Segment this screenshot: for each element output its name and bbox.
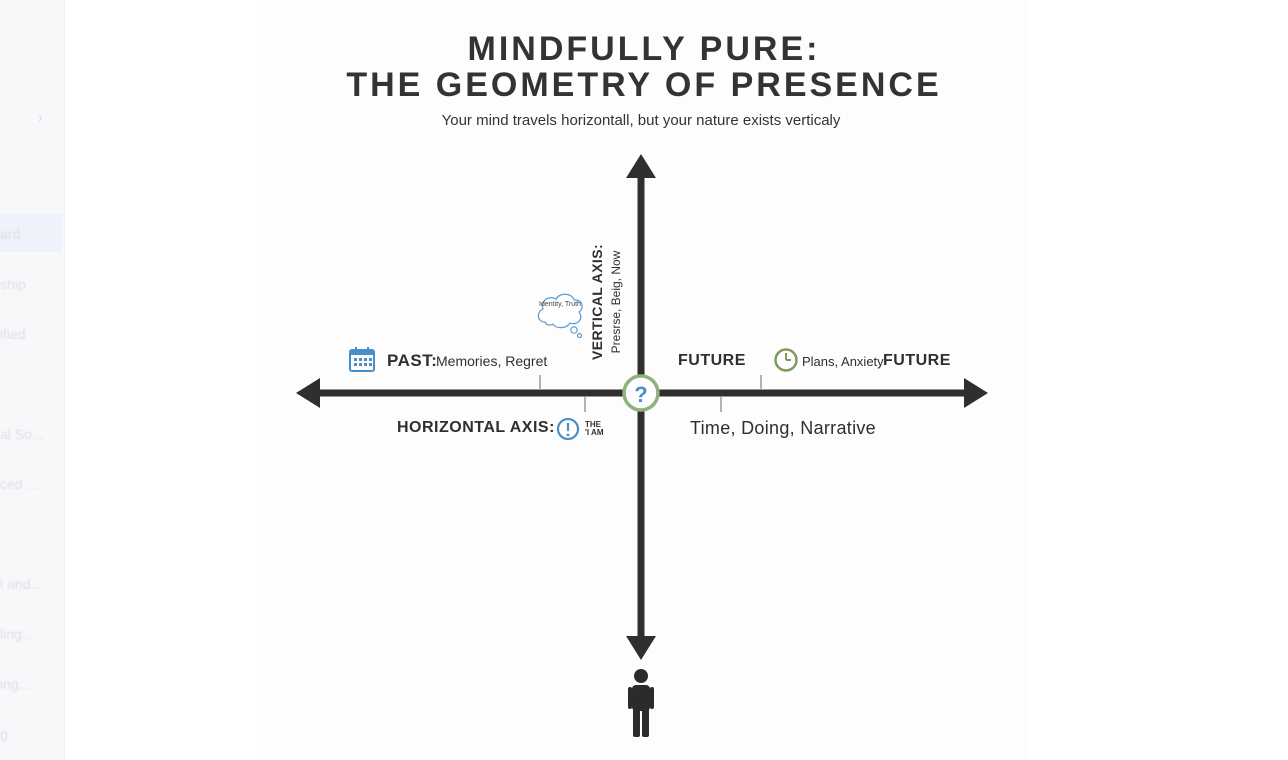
exclamation-circle-icon bbox=[556, 417, 580, 441]
calendar-icon bbox=[349, 347, 375, 372]
page-title-line2: THE GEOMETRY OF PRESENCE bbox=[346, 66, 942, 104]
sidebar-item[interactable]: ling... bbox=[0, 626, 34, 642]
person-icon bbox=[628, 669, 654, 737]
sidebar-item[interactable]: al So... bbox=[0, 426, 44, 442]
past-label: PAST: bbox=[387, 351, 438, 370]
past-detail: Memories, Regret bbox=[436, 353, 548, 369]
left-arrowhead bbox=[296, 378, 320, 408]
sidebar-item[interactable]: ing... bbox=[0, 676, 31, 692]
question-circle-icon: ? bbox=[622, 374, 660, 412]
sidebar-item[interactable]: g bbox=[0, 726, 8, 742]
sidebar-item[interactable]: ard bbox=[0, 226, 21, 242]
vertical-axis-detail: Presrse, Beig, Now bbox=[609, 250, 623, 354]
sidebar-item[interactable]: ced ... bbox=[0, 476, 39, 492]
i-am-label: THE 'I AM bbox=[585, 421, 609, 437]
thought-cloud-text: Identity, Truth bbox=[539, 301, 581, 308]
page-subtitle: Your mind travels horizontall, but your … bbox=[441, 112, 841, 129]
svg-text:?: ? bbox=[634, 382, 647, 407]
sidebar-item[interactable]: l and... bbox=[0, 576, 43, 592]
sidebar-item[interactable]: ified bbox=[0, 326, 26, 342]
bottom-arrowhead bbox=[626, 636, 656, 660]
sidebar: › ard ship ified al So... ced ... l and.… bbox=[0, 0, 65, 760]
right-arrowhead bbox=[964, 378, 988, 408]
thought-cloud-icon bbox=[537, 293, 583, 339]
top-arrowhead bbox=[626, 154, 656, 178]
chevron-right-icon[interactable]: › bbox=[38, 110, 43, 125]
i-am-line2: 'I AM bbox=[585, 428, 604, 437]
sidebar-item[interactable]: ship bbox=[0, 276, 26, 292]
future-detail: Plans, Anxiety bbox=[802, 354, 884, 369]
horizontal-axis-detail: Time, Doing, Narrative bbox=[690, 418, 876, 438]
future-label-right: FUTURE bbox=[883, 352, 951, 369]
sidebar-active-highlight bbox=[0, 214, 62, 252]
future-label-left: FUTURE bbox=[678, 352, 746, 369]
vertical-axis-label: VERTICAL AXIS: bbox=[589, 243, 605, 361]
horizontal-axis-label: HORIZONTAL AXIS: bbox=[397, 419, 555, 436]
page-title-line1: MINDFULLY PURE: bbox=[467, 30, 821, 68]
i-am-line1: THE bbox=[585, 420, 601, 429]
clock-icon bbox=[774, 348, 798, 372]
